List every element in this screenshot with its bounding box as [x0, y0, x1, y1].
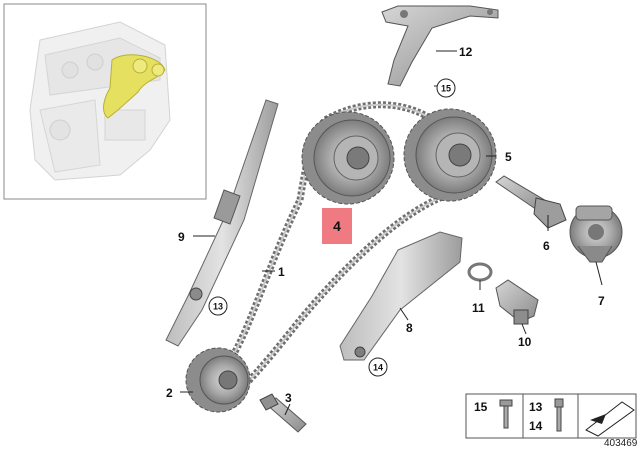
solenoid-valve-part	[569, 205, 623, 263]
legend-label-14: 14	[529, 419, 543, 433]
svg-text:14: 14	[373, 363, 383, 373]
engine-timing-highlight	[103, 54, 166, 119]
legend-label-13: 13	[529, 400, 543, 414]
label-part-1: 1	[278, 265, 285, 279]
label-part-6: 6	[543, 239, 550, 253]
engine-inset	[3, 3, 207, 200]
svg-text:15: 15	[441, 84, 451, 94]
label-part-2: 2	[166, 386, 173, 400]
central-valve-part	[495, 175, 567, 229]
chain-tensioner-part	[495, 279, 539, 325]
svg-text:13: 13	[213, 302, 223, 312]
highlight-callout-4[interactable]: 4	[322, 208, 352, 244]
fastener-legend: 15 13 14	[465, 393, 637, 439]
crankshaft-bolt-part	[259, 393, 307, 433]
guide-rail-part	[339, 231, 463, 361]
screw-icon	[499, 399, 513, 429]
bolt-icon	[554, 398, 564, 432]
label-part-8: 8	[406, 321, 413, 335]
circled-label-14: 14	[368, 357, 388, 377]
leader-lines	[180, 50, 603, 416]
exhaust-camshaft-adjuster-part	[403, 108, 497, 202]
sealing-ring-part	[467, 262, 493, 282]
intake-camshaft-adjuster-part	[301, 111, 395, 205]
label-part-5: 5	[505, 150, 512, 164]
arrow-box-icon	[585, 401, 635, 437]
label-part-9: 9	[178, 230, 185, 244]
crankshaft-sprocket-part	[185, 347, 251, 413]
legend-label-15: 15	[474, 400, 488, 414]
label-part-10: 10	[518, 335, 532, 349]
circled-label-15: 15	[436, 78, 456, 98]
label-part-3: 3	[285, 391, 292, 405]
label-part-12: 12	[459, 45, 473, 59]
part-number-labels: 1 2 3 5 6 7 8 9 10 11 12	[166, 45, 605, 405]
label-part-11: 11	[472, 301, 485, 315]
tensioner-rail-part	[165, 99, 279, 347]
diagram-id-label: 403469	[604, 438, 638, 449]
chain-guide-bracket-part	[381, 5, 499, 87]
circled-label-13: 13	[208, 296, 228, 316]
label-part-7: 7	[598, 294, 605, 308]
